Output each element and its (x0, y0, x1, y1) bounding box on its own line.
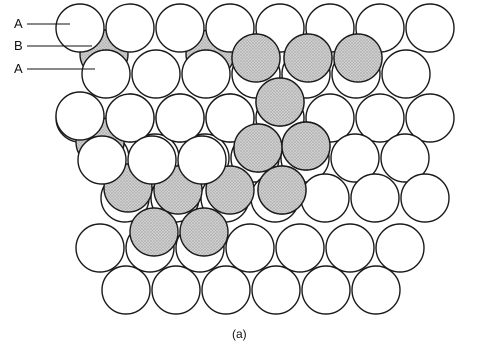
sphere-b (231, 33, 281, 83)
sphere-b (333, 33, 383, 83)
sphere-a-lower (405, 93, 455, 143)
sphere-a-lower (251, 265, 301, 315)
sphere-a-top (105, 3, 155, 53)
sphere-a-top (127, 135, 177, 185)
figure-caption: (a) (232, 327, 247, 341)
sphere-a-top (55, 91, 105, 141)
sphere-a-lower (355, 93, 405, 143)
sphere-a-top (405, 3, 455, 53)
sphere-b (281, 121, 331, 171)
sphere-a-lower (351, 265, 401, 315)
sphere-b (129, 207, 179, 257)
sphere-a-lower (375, 223, 425, 273)
sphere-a-lower (75, 223, 125, 273)
sphere-a-lower (225, 223, 275, 273)
layer-label-top-a: A (14, 16, 23, 31)
sphere-a-lower (380, 133, 430, 183)
sphere-a-lower (301, 265, 351, 315)
sphere-b (283, 33, 333, 83)
sphere-a-lower (101, 265, 151, 315)
sphere-a-lower (201, 265, 251, 315)
sphere-a-lower (350, 173, 400, 223)
sphere-a-lower (400, 173, 450, 223)
sphere-a-lower (275, 223, 325, 273)
sphere-b (233, 123, 283, 173)
sphere-a-top (155, 3, 205, 53)
sphere-a-top (131, 49, 181, 99)
sphere-a-top (105, 93, 155, 143)
sphere-b (257, 165, 307, 215)
layer-label-b: B (14, 38, 23, 53)
sphere-a-top (55, 3, 105, 53)
sphere-a-top (155, 93, 205, 143)
sphere-a-lower (300, 173, 350, 223)
sphere-a-top (381, 49, 431, 99)
layer-label-bottom-a: A (14, 61, 23, 76)
sphere-a-top (81, 49, 131, 99)
sphere-b (255, 77, 305, 127)
sphere-a-lower (330, 133, 380, 183)
sphere-a-lower (325, 223, 375, 273)
sphere-group (55, 3, 455, 315)
sphere-a-top (181, 49, 231, 99)
sphere-a-lower (151, 265, 201, 315)
layer-labels: A B A (14, 16, 95, 76)
sphere-a-top (177, 135, 227, 185)
sphere-b (179, 207, 229, 257)
sphere-a-top (77, 135, 127, 185)
